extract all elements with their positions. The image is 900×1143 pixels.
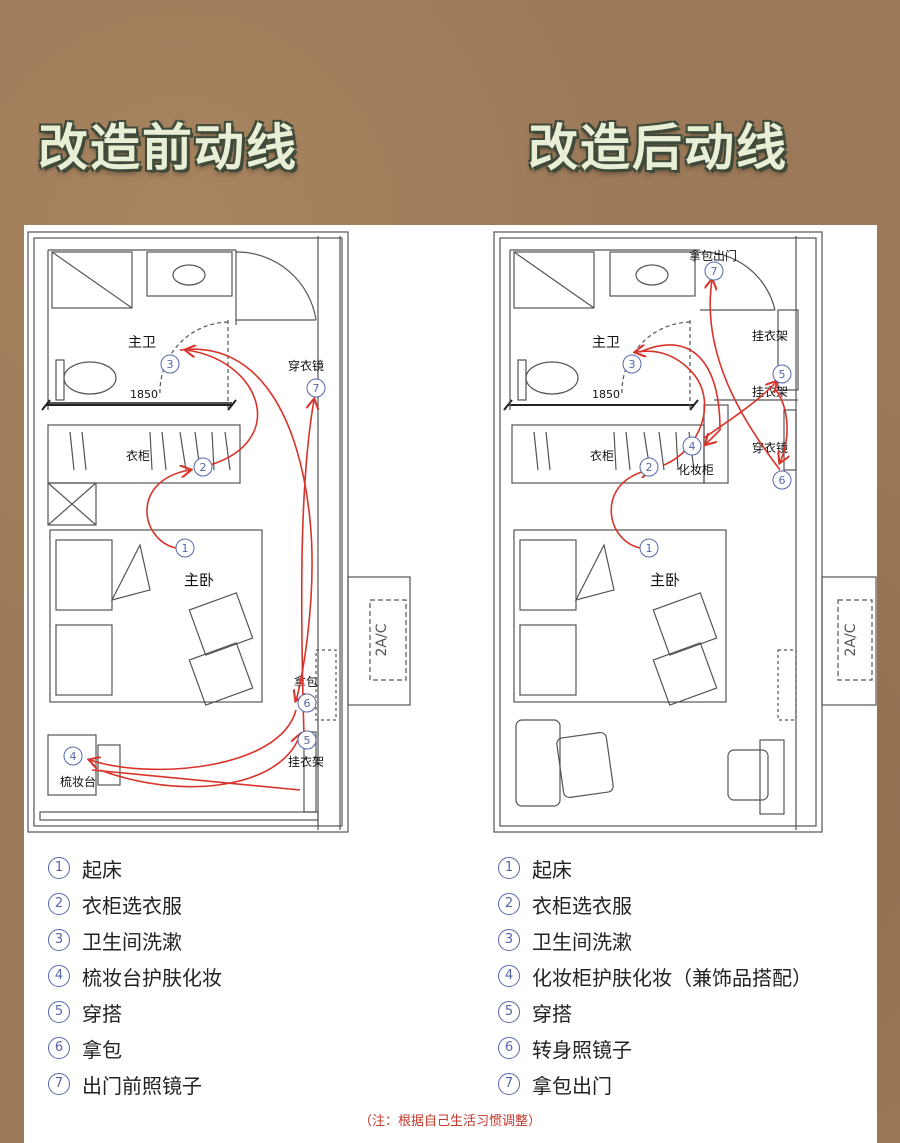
svg-text:1: 1 bbox=[182, 542, 189, 555]
svg-text:2: 2 bbox=[646, 461, 653, 474]
outer-wall bbox=[493, 231, 823, 833]
exit-label: 拿包出门 bbox=[689, 248, 737, 263]
plan-before: 2A/C bbox=[27, 231, 411, 833]
ac-label: 2A/C bbox=[843, 623, 859, 656]
wardrobe-label: 衣柜 bbox=[590, 448, 614, 463]
mirror-label: 穿衣镜 bbox=[752, 440, 788, 455]
svg-text:3: 3 bbox=[629, 358, 636, 371]
svg-text:6: 6 bbox=[779, 474, 786, 487]
bed bbox=[49, 529, 263, 703]
marker-3: 3 bbox=[160, 354, 180, 374]
svg-text:5: 5 bbox=[304, 734, 311, 747]
marker-4: 4 bbox=[682, 436, 702, 456]
hanger-label: 挂衣架 bbox=[288, 754, 324, 769]
title-after: 改造后动线 bbox=[528, 119, 788, 177]
dimension-label: 1850 bbox=[592, 388, 620, 401]
title-before: 改造前动线 bbox=[38, 119, 298, 177]
marker-6: 6 bbox=[772, 470, 792, 490]
sink bbox=[146, 251, 233, 297]
svg-text:7: 7 bbox=[313, 382, 320, 395]
footnote: （注：根据自己生活习惯调整） bbox=[358, 1114, 541, 1129]
svg-text:1: 1 bbox=[646, 542, 653, 555]
plan-after: 2A/C bbox=[493, 231, 877, 833]
svg-text:5: 5 bbox=[779, 368, 786, 381]
svg-text:4: 4 bbox=[70, 750, 77, 763]
marker-5: 5 bbox=[297, 730, 317, 750]
shower bbox=[51, 251, 133, 309]
svg-text:4: 4 bbox=[689, 440, 696, 453]
bathroom-label: 主卫 bbox=[128, 335, 156, 351]
outer-wall bbox=[27, 231, 349, 833]
bed bbox=[513, 529, 727, 703]
hanger-label: 挂衣架 bbox=[752, 384, 788, 399]
marker-2: 2 bbox=[639, 457, 659, 477]
routes-before bbox=[90, 349, 314, 791]
marker-4: 4 bbox=[63, 746, 83, 766]
content-panel bbox=[24, 225, 877, 1143]
wardrobe bbox=[47, 424, 241, 484]
marker-5: 5 bbox=[772, 364, 792, 384]
dresser-label: 梳妆台 bbox=[60, 774, 96, 789]
bedroom-label: 主卧 bbox=[184, 571, 214, 589]
ac-label: 2A/C bbox=[374, 623, 390, 656]
marker-1: 1 bbox=[175, 538, 195, 558]
markers-after: 1 2 3 4 5 6 7 bbox=[622, 261, 792, 558]
hanger-top-label: 挂衣架 bbox=[752, 328, 788, 343]
bathroom-label: 主卫 bbox=[592, 335, 620, 351]
wardrobe-label: 衣柜 bbox=[126, 448, 150, 463]
markers-before: 1 2 3 4 5 6 7 bbox=[63, 354, 326, 766]
mirror-label: 穿衣镜 bbox=[288, 358, 324, 373]
svg-text:7: 7 bbox=[711, 265, 718, 278]
dimension-label: 1850 bbox=[130, 388, 158, 401]
bedroom-label: 主卧 bbox=[650, 571, 680, 589]
marker-7: 7 bbox=[704, 261, 724, 281]
marker-7: 7 bbox=[306, 378, 326, 398]
bag-label: 拿包 bbox=[294, 674, 318, 689]
marker-2: 2 bbox=[193, 457, 213, 477]
marker-1: 1 bbox=[639, 538, 659, 558]
svg-text:6: 6 bbox=[304, 697, 311, 710]
marker-3: 3 bbox=[622, 354, 642, 374]
routes-after bbox=[610, 280, 787, 549]
makeup-cabinet-label: 化妆柜 bbox=[678, 463, 714, 477]
svg-text:2: 2 bbox=[200, 461, 207, 474]
marker-6: 6 bbox=[297, 693, 317, 713]
svg-text:3: 3 bbox=[167, 358, 174, 371]
